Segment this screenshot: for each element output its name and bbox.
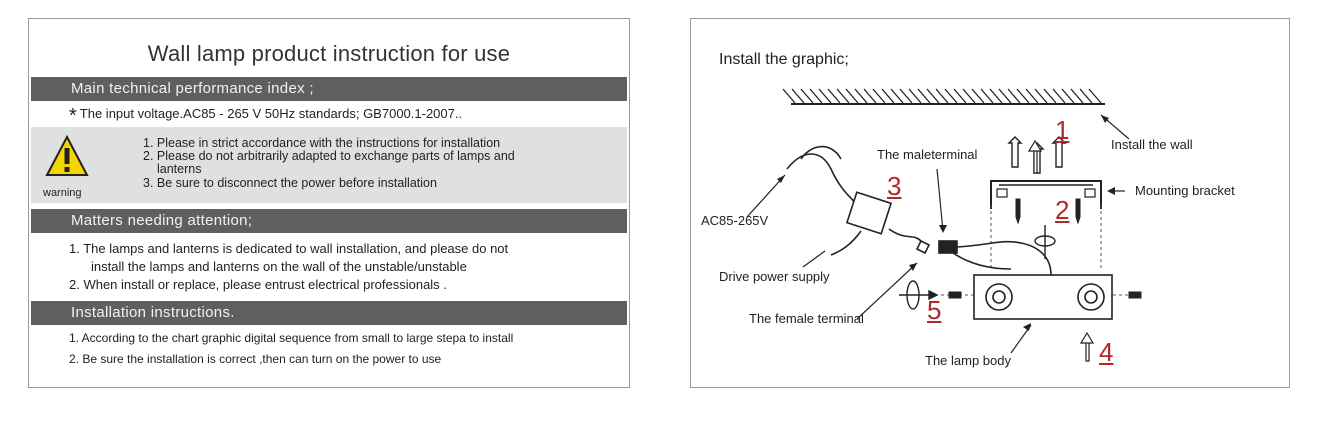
star-bullet: * (69, 105, 77, 127)
wall-hatch-mark (989, 88, 1003, 104)
wall-hatch-mark (854, 88, 868, 104)
installation-diagram (746, 88, 1142, 362)
warning-box: warning 1. Please in strict accordance w… (31, 127, 627, 203)
warning-label: warning (43, 187, 82, 199)
wall-illustration (782, 88, 1105, 105)
warning-item: lanterns (157, 162, 202, 176)
wall-hatch-mark (872, 88, 886, 104)
wall-hatch-mark (863, 88, 877, 104)
wall-hatch-mark (800, 88, 814, 104)
wall-hatch-mark (998, 88, 1012, 104)
male-terminal-illustration (938, 240, 1052, 276)
anchor-knob (1034, 225, 1056, 259)
wall-hatch-mark (1034, 88, 1048, 104)
warning-item: 3. Be sure to disconnect the power befor… (143, 176, 437, 190)
bracket-screws (1015, 198, 1081, 225)
wall-hatch-mark (935, 88, 949, 104)
wall-hatch-mark (926, 88, 940, 104)
wall-hatch-mark (899, 88, 913, 104)
wall-hatch-mark (1061, 88, 1075, 104)
attention-item: install the lamps and lanterns on the wa… (91, 259, 467, 274)
step-number-2: 2 (1055, 195, 1070, 225)
label-lamp-body: The lamp body (925, 353, 1011, 368)
attention-item: 2. When install or replace, please entru… (69, 277, 447, 292)
label-male-terminal: The maleterminal (877, 147, 978, 162)
wall-hatch-mark (1088, 88, 1102, 104)
step-number-3: 3 (887, 171, 902, 201)
step-arrows (1027, 139, 1095, 362)
section-bar-attention: Matters needing attention; (31, 209, 627, 233)
wall-hatch-mark (1043, 88, 1057, 104)
step-number-1: 1 (1055, 115, 1070, 145)
instruction-title: Wall lamp product instruction for use (147, 41, 511, 66)
step-number-5: 5 (927, 295, 942, 325)
wall-hatch-mark (953, 88, 967, 104)
wall-hatch-mark (1070, 88, 1084, 104)
voltage-text: The input voltage.AC85 - 265 V 50Hz stan… (79, 106, 463, 121)
wall-hatch-mark (1025, 88, 1039, 104)
wall-hatch-mark (818, 88, 832, 104)
section-bar-performance: Main technical performance index ; (31, 77, 627, 101)
warning-item: 2. Please do not arbitrarily adapted to … (143, 149, 515, 163)
wall-hatch-mark (881, 88, 895, 104)
diagram-panel: Install the graphic; (690, 18, 1290, 388)
lamp-body-illustration (973, 274, 1113, 320)
voltage-line: *The input voltage.AC85 - 265 V 50Hz sta… (69, 105, 462, 128)
wall-hatch-mark (845, 88, 859, 104)
wall-hatch-mark (1016, 88, 1030, 104)
warning-icon (45, 135, 89, 176)
label-mounting-bracket: Mounting bracket (1135, 183, 1235, 198)
label-female-terminal: The female terminal (749, 311, 864, 326)
wall-hatch-mark (827, 88, 841, 104)
warning-item: 1. Please in strict accordance with the … (143, 136, 501, 150)
wall-hatch-mark (782, 88, 796, 104)
mounting-bracket-illustration (990, 180, 1102, 209)
label-install-wall: Install the wall (1111, 137, 1193, 152)
wall-hatch-mark (980, 88, 994, 104)
section-bar-installation: Installation instructions. (31, 301, 627, 325)
diagram-heading: Install the graphic; (719, 51, 849, 68)
wall-hatch-mark (917, 88, 931, 104)
attention-item: 1. The lamps and lanterns is dedicated t… (69, 241, 509, 256)
step-number-4: 4 (1099, 337, 1114, 367)
wall-hatch-mark (1052, 88, 1066, 104)
wall-hatch-mark (971, 88, 985, 104)
wall-hatch-mark (890, 88, 904, 104)
wall-hatch-mark (836, 88, 850, 104)
wall-hatch-mark (944, 88, 958, 104)
wall-hatch-mark (962, 88, 976, 104)
side-screws (948, 291, 1142, 299)
rotate-screw (899, 280, 939, 310)
installation-item: 2. Be sure the installation is correct ,… (69, 352, 442, 366)
installation-item: 1. According to the chart graphic digita… (69, 331, 514, 345)
wall-hatch-mark (791, 88, 805, 104)
wall-hatch-mark (1079, 88, 1093, 104)
wall-hatch-mark (809, 88, 823, 104)
instruction-panel: Wall lamp product instruction for use Ma… (28, 18, 630, 388)
wall-hatch-mark (908, 88, 922, 104)
wall-hatch-mark (1007, 88, 1021, 104)
power-supply-illustration (786, 145, 931, 256)
label-drive-power: Drive power supply (719, 269, 830, 284)
label-ac-input: AC85-265V (701, 213, 769, 228)
